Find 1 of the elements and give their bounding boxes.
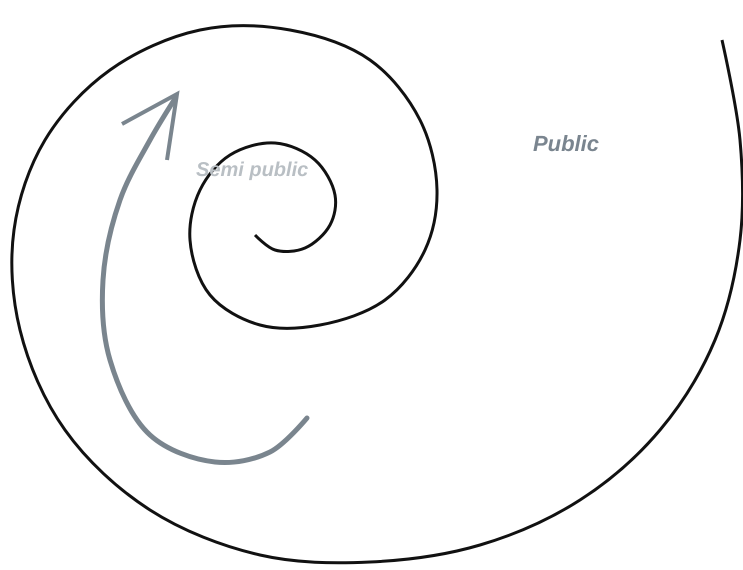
zone-label: Public bbox=[533, 133, 600, 155]
